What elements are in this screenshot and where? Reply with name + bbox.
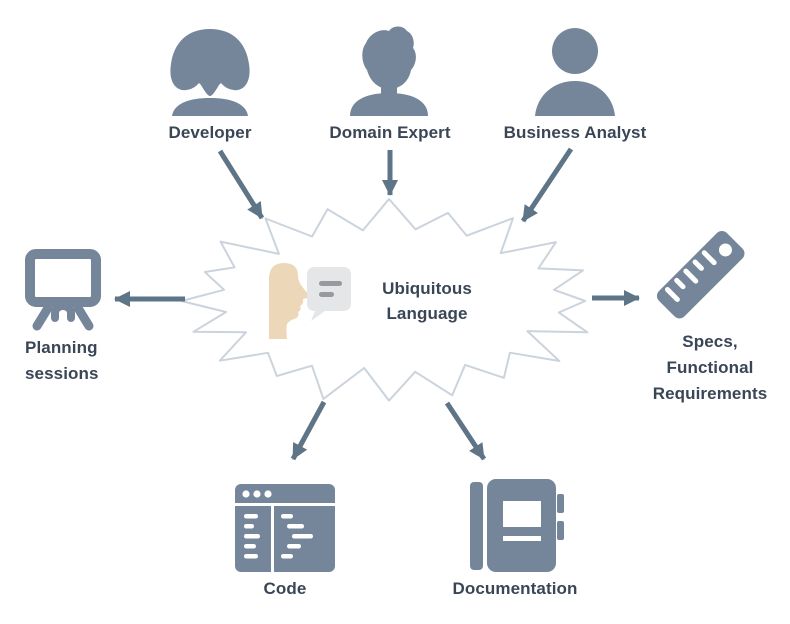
person-user-icon — [535, 28, 615, 116]
specs-label-line2: Functional — [666, 358, 754, 377]
cloud-title-line1: Ubiquitous — [382, 279, 472, 298]
artifact-label-code: Code — [263, 579, 307, 598]
arrow-cloud-to-code — [290, 400, 327, 461]
woman-user-icon — [170, 29, 250, 116]
notebook-icon — [470, 479, 564, 572]
arrows — [114, 147, 640, 461]
cloud-title-line2: Language — [386, 304, 468, 323]
actor-label-developer: Developer — [168, 123, 252, 142]
cloud-burst-shape — [180, 198, 589, 402]
ruler-icon — [656, 230, 745, 319]
planning-label-line2: sessions — [25, 364, 99, 383]
artifact-label-specs: Specs, Functional Requirements — [632, 329, 788, 407]
arrow-developer-to-cloud — [217, 149, 265, 220]
arrow-cloud-to-documentation — [444, 401, 487, 461]
artifact-label-planning: Planning sessions — [25, 335, 155, 387]
arrow-business-analyst-to-cloud — [520, 147, 574, 223]
man-user-icon — [350, 26, 428, 116]
specs-label-line1: Specs, — [682, 332, 738, 351]
specs-label-line3: Requirements — [652, 384, 768, 403]
planning-label-line1: Planning — [25, 338, 98, 357]
actor-label-domain-expert: Domain Expert — [329, 123, 451, 142]
actor-label-business-analyst: Business Analyst — [503, 123, 647, 142]
artifact-label-documentation: Documentation — [452, 579, 578, 598]
cloud-title: Ubiquitous Language — [357, 276, 497, 326]
code-window-icon — [235, 484, 335, 572]
easel-icon — [25, 249, 101, 331]
speaking-face-icon — [269, 263, 351, 339]
